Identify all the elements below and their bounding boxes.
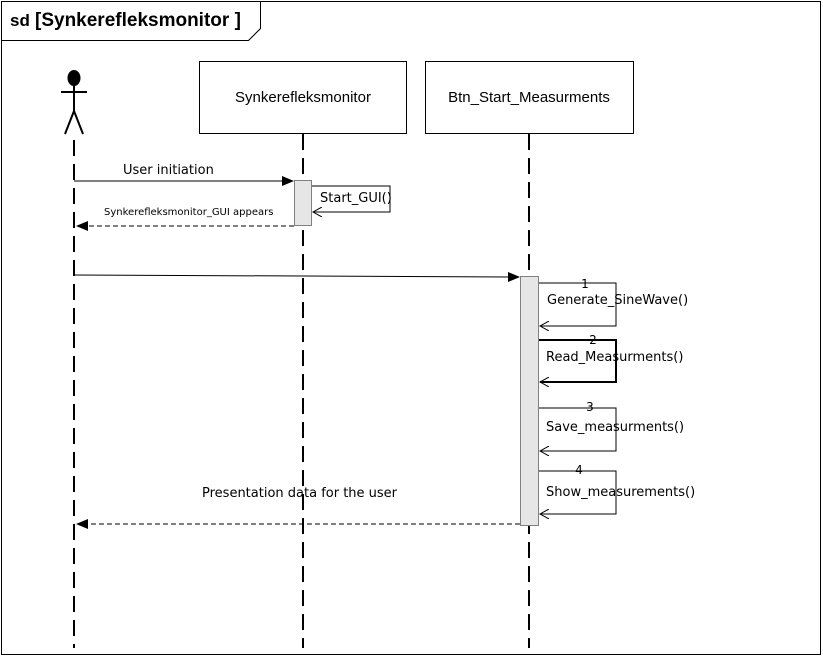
lifeline-label-btn-start: Btn_Start_Measurments [448, 89, 610, 106]
lifeline-head-synkerefleksmonitor: Synkerefleksmonitor [199, 61, 407, 134]
message-start-gui [312, 185, 391, 212]
message-label-user-initiation: User initiation [123, 163, 214, 178]
activation-synkerefleksmonitor [294, 180, 312, 226]
self-call-number-2: 2 [589, 333, 597, 347]
message-start-measurements [73, 271, 520, 282]
self-call-4: 4 Show_measurements() [539, 463, 695, 514]
self-call-label-2: Read_Measurments() [546, 350, 683, 365]
lifeline-head-btn-start: Btn_Start_Measurments [425, 61, 634, 134]
message-label-start-gui: Start_GUI() [320, 191, 392, 206]
self-call-number-3: 3 [586, 400, 594, 414]
self-call-number-4: 4 [575, 463, 583, 477]
self-call-1: 1 Generate_SineWave() [539, 277, 688, 326]
actor-user [61, 70, 87, 135]
self-call-3: 3 Save_measurments() [539, 400, 684, 451]
self-call-2: 2 Read_Measurments() [539, 333, 683, 382]
message-label-gui-appears: Synkerefleksmonitor_GUI appears [104, 207, 273, 218]
self-call-label-1: Generate_SineWave() [547, 293, 688, 308]
self-call-number-1: 1 [581, 277, 589, 291]
message-label-presentation-data: Presentation data for the user [202, 486, 398, 501]
frame-title: [Synkerefleksmonitor ] [35, 10, 241, 31]
activation-btn-start [520, 276, 539, 526]
frame-title-tab [1, 1, 261, 41]
frame-keyword: sd [10, 11, 30, 30]
lifeline-label-synkerefleksmonitor: Synkerefleksmonitor [235, 89, 371, 106]
self-call-label-3: Save_measurments() [546, 420, 684, 435]
self-call-label-4: Show_measurements() [546, 485, 695, 500]
